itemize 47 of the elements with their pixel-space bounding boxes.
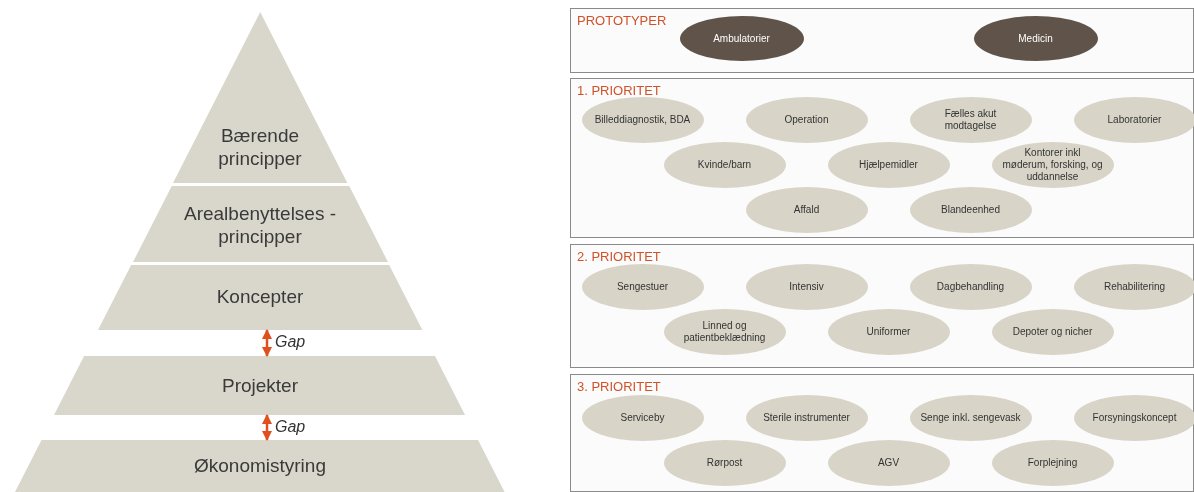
- layer-label: Koncepter: [215, 285, 305, 308]
- pyramid-layer: [97, 265, 423, 330]
- pyramid-layer: [172, 12, 348, 183]
- double-arrow: [262, 414, 272, 441]
- area-ellipse: Sterile instrumenter: [745, 394, 868, 441]
- area-ellipse: Rehabilitering: [1073, 263, 1194, 310]
- layer-label: Bærende principper: [217, 124, 303, 170]
- double-arrow: [262, 329, 272, 357]
- pyramid-layer: [15, 440, 505, 492]
- area-ellipse: Forplejning: [991, 439, 1114, 486]
- area-ellipse: Sengestuer: [581, 263, 704, 310]
- panel-title: 3. PRIORITET: [577, 379, 661, 394]
- layer-label: Projekter: [220, 374, 299, 397]
- area-ellipse: AGV: [827, 439, 950, 486]
- area-ellipse: Depoter og nicher: [991, 308, 1114, 355]
- area-ellipse: Billeddiagnostik, BDA: [581, 96, 704, 143]
- area-ellipse: Uniformer: [827, 308, 950, 355]
- priority-panel: [570, 244, 1194, 368]
- area-ellipse: Intensiv: [745, 263, 868, 310]
- priority-panel: [570, 374, 1194, 492]
- area-ellipse: Operation: [745, 96, 868, 143]
- area-ellipse: Blandeenhed: [909, 186, 1032, 233]
- priority-panel: [570, 78, 1194, 238]
- layer-label: Økonomistyring: [192, 454, 327, 477]
- area-ellipse: Dagbehandling: [909, 263, 1032, 310]
- area-ellipse: Ambulatorier: [679, 16, 804, 61]
- area-ellipse: Kvinde/barn: [663, 141, 786, 188]
- edge-label: Gap: [275, 333, 306, 351]
- edge-label: Gap: [275, 417, 306, 436]
- area-ellipse: Kontorer inkl møderum, forsking, og uddannelse: [991, 141, 1114, 188]
- area-ellipse: Hjælpemidler: [827, 141, 950, 188]
- area-ellipse: Medicin: [973, 16, 1098, 61]
- area-ellipse: Affald: [745, 186, 868, 233]
- area-ellipse: Rørpost: [663, 439, 786, 486]
- area-ellipse: Laboratorier: [1073, 96, 1194, 143]
- area-ellipse: Linned og patientbeklædning: [663, 308, 786, 355]
- layer-label: Arealbenyttelses - principper: [182, 202, 338, 248]
- pyramid-layer: [132, 186, 388, 262]
- area-ellipse: Senge inkl. sengevask: [909, 394, 1032, 441]
- area-ellipse: Serviceby: [581, 394, 704, 441]
- area-ellipse: Forsyningskoncept: [1073, 394, 1194, 441]
- panel-title: 1. PRIORITET: [577, 83, 661, 98]
- area-ellipse: Fælles akut modtagelse: [909, 96, 1032, 143]
- pyramid-layer: [54, 356, 466, 415]
- panel-title: 2. PRIORITET: [577, 249, 661, 264]
- panel-title: PROTOTYPER: [577, 13, 667, 28]
- priority-panel: [570, 8, 1194, 73]
